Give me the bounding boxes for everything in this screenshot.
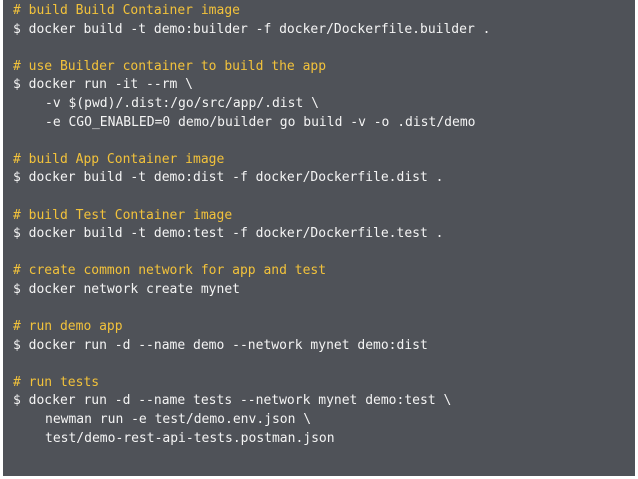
blank-line: [13, 355, 635, 374]
blank-line: [13, 300, 635, 319]
command-line: $ docker build -t demo:test -f docker/Do…: [13, 226, 444, 242]
continuation-line: -e CGO_ENABLED=0 demo/builder go build -…: [45, 114, 476, 130]
blank-line: [13, 39, 635, 58]
continuation-line: newman run -e test/demo.env.json \: [45, 412, 312, 428]
code-block: # build Build Container image $ docker b…: [3, 0, 635, 476]
blank-line: [13, 244, 635, 263]
command-line: $ docker network create mynet: [13, 281, 240, 297]
comment-line: # run tests: [13, 374, 100, 390]
command-line: $ docker run -it --rm \: [13, 77, 194, 93]
command-line: $ docker build -t demo:builder -f docker…: [13, 21, 491, 37]
continuation-line: test/demo-rest-api-tests.postman.json: [45, 430, 335, 446]
comment-line: # create common network for app and test: [13, 263, 327, 279]
command-line: $ docker run -d --name demo --network my…: [13, 337, 428, 353]
blank-line: [13, 188, 635, 207]
comment-line: # use Builder container to build the app: [13, 58, 327, 74]
comment-line: # build Test Container image: [13, 207, 233, 223]
comment-line: # build Build Container image: [13, 3, 240, 18]
continuation-line: -v $(pwd)/.dist:/go/src/app/.dist \: [45, 95, 319, 111]
command-line: $ docker run -d --name tests --network m…: [13, 393, 452, 409]
blank-line: [13, 132, 635, 151]
comment-line: # build App Container image: [13, 151, 225, 167]
comment-line: # run demo app: [13, 319, 123, 335]
command-line: $ docker build -t demo:dist -f docker/Do…: [13, 170, 444, 186]
